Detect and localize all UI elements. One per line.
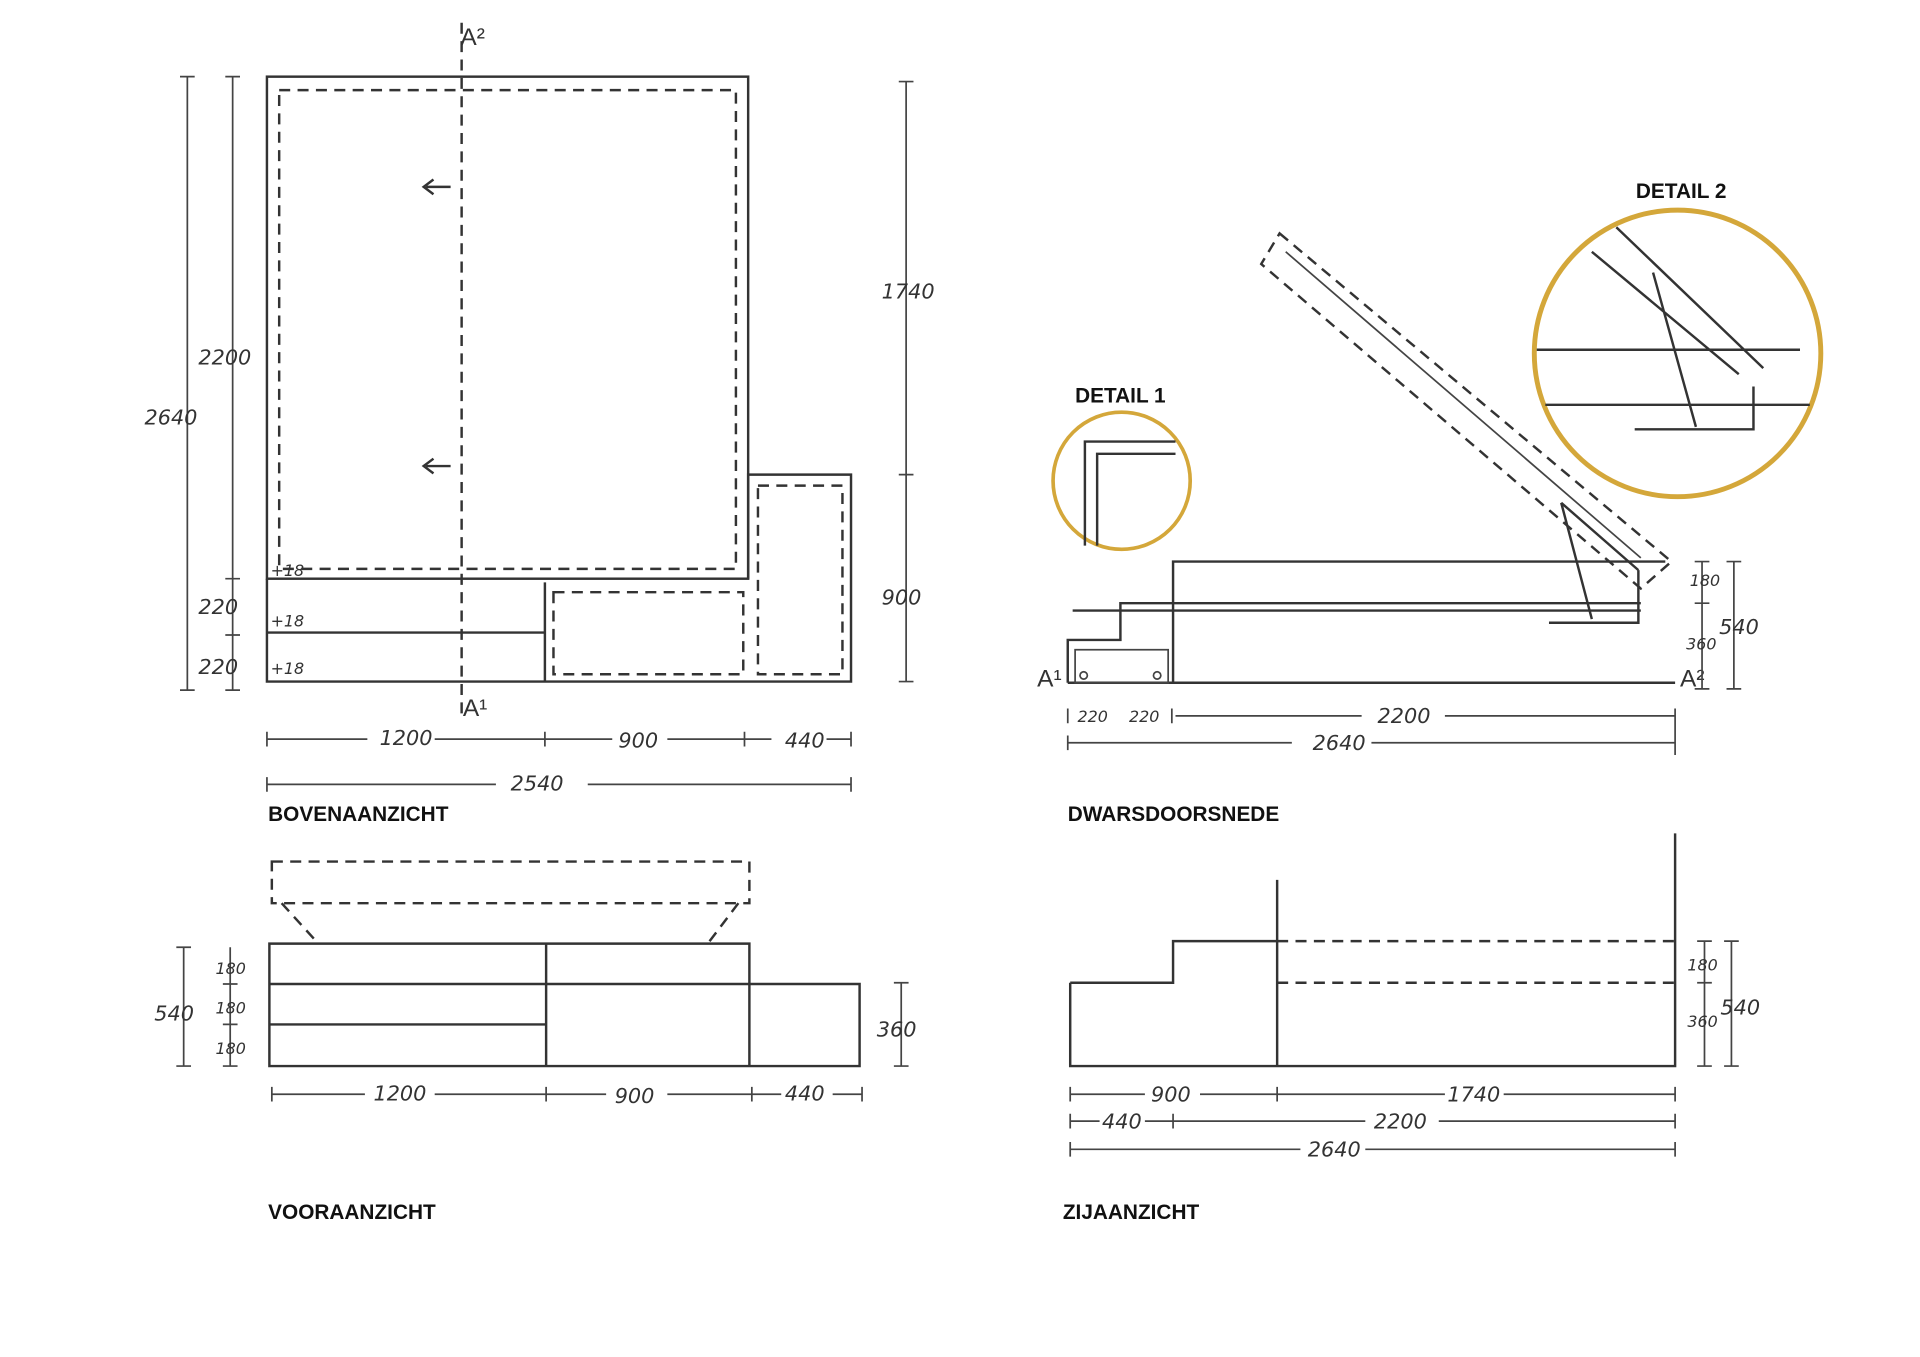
- dimension-lines: [1694, 560, 1742, 690]
- gas-spring: [1548, 501, 1640, 625]
- lid-open-outline: [270, 860, 751, 945]
- bed-outline: [265, 75, 750, 580]
- dim-label: 2200: [1378, 704, 1431, 728]
- dimension-lines: [176, 946, 909, 1067]
- section-label-a1: A¹: [463, 695, 487, 722]
- dim-label: 2640: [1308, 1138, 1361, 1162]
- dim-label: 1200: [380, 726, 433, 750]
- dim-label: 220: [1078, 707, 1108, 726]
- dim-label: 2200: [198, 345, 251, 369]
- front-view: 540 180 180 180 360 1200 900 440 VOORAAN…: [154, 860, 917, 1224]
- detail-2-label: DETAIL 2: [1636, 180, 1727, 203]
- dim-label: 540: [154, 1002, 194, 1026]
- dim-label: 220: [1129, 707, 1159, 726]
- dim-label: 1200: [373, 1081, 426, 1105]
- dim-label: 2540: [511, 772, 564, 796]
- dim-label: 220: [198, 595, 238, 619]
- dim-label: 900: [618, 729, 658, 753]
- storage-2: [756, 484, 844, 676]
- dim-label: 540: [1720, 996, 1760, 1020]
- detail-2-hinge: [1536, 226, 1810, 431]
- dim-label: +18: [271, 659, 305, 678]
- side-outline: [1068, 833, 1677, 1068]
- dim-label: 180: [1687, 956, 1717, 975]
- dim-label: 220: [198, 655, 238, 679]
- view-title: VOORAANZICHT: [268, 1201, 436, 1224]
- dim-label: 900: [882, 585, 922, 609]
- dim-label: 440: [785, 1081, 825, 1105]
- detail-2-circle: [1531, 207, 1824, 500]
- dim-label: 360: [877, 1018, 917, 1042]
- dimension-lines: [180, 75, 914, 691]
- drawer: [1074, 648, 1170, 684]
- arrow-icon: [421, 178, 451, 475]
- front-outline: [268, 942, 861, 1068]
- section-label-a1: A¹: [1037, 665, 1061, 692]
- dim-label: 180: [1690, 571, 1720, 590]
- section-label-a2: A²: [1680, 665, 1704, 692]
- dim-label: 2200: [1374, 1110, 1427, 1134]
- dim-label: 900: [615, 1084, 655, 1108]
- dim-label: 2640: [1313, 731, 1366, 755]
- dim-label: 1740: [882, 279, 935, 303]
- dim-label: 440: [785, 729, 825, 753]
- dim-label: 1740: [1447, 1083, 1500, 1107]
- view-title: BOVENAANZICHT: [268, 803, 449, 826]
- dim-label: 360: [1686, 635, 1716, 654]
- dimension-lines: [1697, 940, 1739, 1067]
- top-view: A² A¹ 2640 2200 220 220 +18 +18 +18 1740…: [144, 22, 935, 826]
- side-view: 180 360 540 900 1740 440 2200 2640 ZIJAA…: [1063, 833, 1760, 1224]
- dimension-lines: [266, 731, 852, 792]
- lid-open-outline: [1259, 231, 1674, 591]
- lid-board: [1285, 251, 1642, 559]
- dim-label: 2640: [144, 405, 197, 429]
- mattress-outline: [277, 88, 738, 571]
- dimension-lines: [1066, 708, 1676, 756]
- dim-label: 440: [1102, 1110, 1142, 1134]
- dim-label: 360: [1687, 1012, 1717, 1031]
- detail-1-label: DETAIL 1: [1075, 384, 1166, 407]
- storage-1: [552, 590, 745, 676]
- view-title: DWARSDOORSNEDE: [1068, 803, 1280, 826]
- dim-label: 180: [216, 959, 246, 978]
- section-label-a2: A²: [460, 24, 484, 51]
- dimension-lines: [270, 1086, 863, 1102]
- dim-label: 180: [216, 1039, 246, 1058]
- dim-label: 900: [1151, 1083, 1191, 1107]
- dim-label: +18: [271, 561, 305, 580]
- section-outline: [1066, 560, 1676, 685]
- dim-label: +18: [271, 611, 305, 630]
- cross-section: DETAIL 1 DETAIL 2 A¹ A² 180 360 540 220 …: [1037, 180, 1824, 826]
- hidden-lines: [1277, 939, 1676, 985]
- steps-outline: [265, 473, 853, 683]
- dim-label: 180: [216, 998, 246, 1017]
- view-title: ZIJAANZICHT: [1063, 1201, 1200, 1224]
- detail-1-circle: [1051, 410, 1193, 552]
- detail-1-corner: [1083, 440, 1176, 546]
- dim-label: 540: [1719, 615, 1759, 639]
- dimension-lines: [1069, 1086, 1676, 1157]
